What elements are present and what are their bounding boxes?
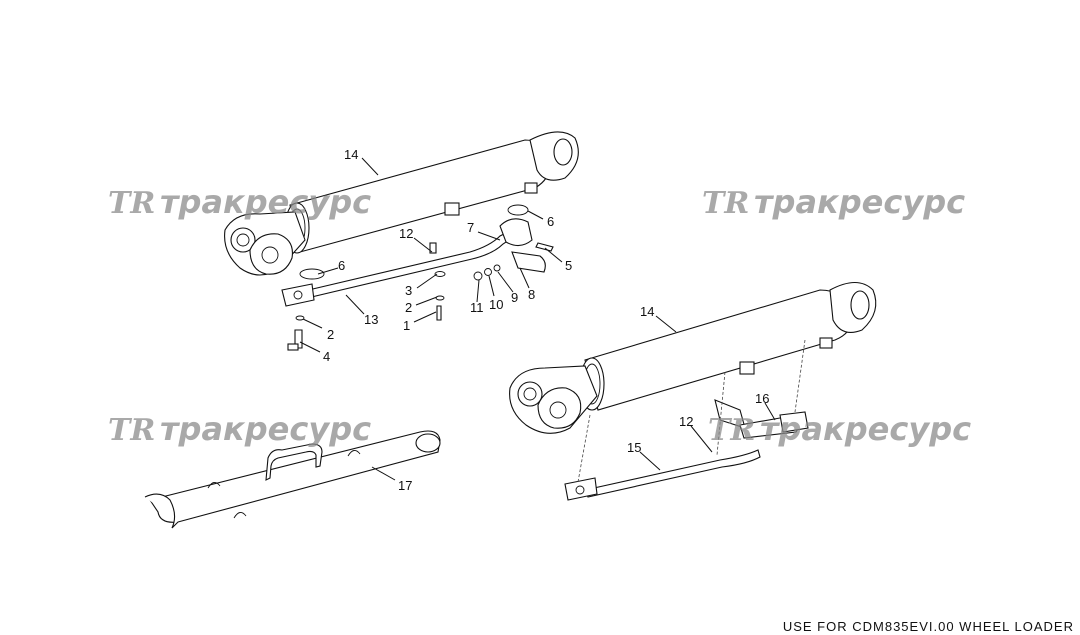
guard-17 [144,430,441,529]
watermark-brand: тракресурс [160,410,371,448]
callout-11: 11 [470,300,484,315]
callout-2-upper: 2 [405,300,412,315]
callout-14-lower: 14 [640,304,654,319]
callout-15: 15 [627,440,641,455]
watermark-2: TR тракресурс [702,183,965,221]
watermark-brand: тракресурс [160,183,371,221]
callout-6-right: 6 [547,214,554,229]
watermark-logo: TR [108,413,155,448]
pipe-assembly-15 [564,339,809,501]
callout-labels: 14 12 7 6 6 5 3 2 1 11 10 9 8 13 2 4 14 … [323,147,769,493]
callout-3: 3 [405,283,412,298]
watermark-logo: TR [708,413,755,448]
watermark-3: TR тракресурс [108,410,371,448]
watermark-logo: TR [702,186,749,221]
callout-8: 8 [528,287,535,302]
watermark-logo: TR [108,186,155,221]
callout-13: 13 [364,312,378,327]
callout-7: 7 [467,220,474,235]
watermark-4: TR тракресурс [708,410,971,448]
callout-4: 4 [323,349,330,364]
callout-12-lower: 12 [679,414,693,429]
pipe-assembly-13 [281,204,546,307]
model-footer-note: USE FOR CDM835EVI.00 WHEEL LOADER [782,619,1074,634]
watermark-brand: тракресурс [754,183,965,221]
callout-6-left: 6 [338,258,345,273]
cylinder-lower [509,281,877,434]
callout-14-upper: 14 [344,147,358,162]
leader-lines [299,157,776,481]
callout-12-upper: 12 [399,226,413,241]
callout-16: 16 [755,391,769,406]
watermark-1: TR тракресурс [108,183,371,221]
callout-17: 17 [398,478,412,493]
callout-2-lower: 2 [327,327,334,342]
callout-9: 9 [511,290,518,305]
watermark-brand: тракресурс [760,410,971,448]
callout-1: 1 [403,318,410,333]
callout-5: 5 [565,258,572,273]
cylinder-upper [224,131,579,276]
fasteners-upper [287,242,554,351]
callout-10: 10 [489,297,503,312]
